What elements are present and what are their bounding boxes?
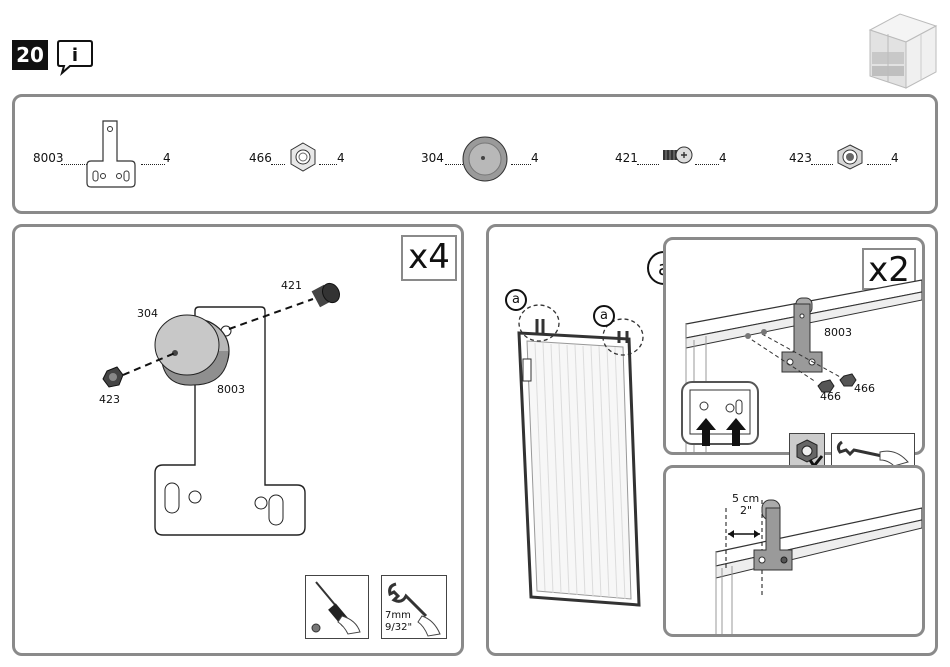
wrench-icon xyxy=(832,434,914,468)
wrench-size-metric: 7mm xyxy=(385,610,411,621)
part-qty-421: 4 xyxy=(719,151,727,165)
parts-list-panel: 8003 4 466 4 304 4 421 xyxy=(12,94,938,214)
part-code-466: 466 xyxy=(249,151,272,165)
arrow-up-icon xyxy=(696,418,716,446)
wrench-tool-box: 7mm 9/32" xyxy=(381,575,447,639)
bolt-421 xyxy=(312,280,343,307)
bracket-8003-icon xyxy=(83,119,139,191)
part-code-421: 421 xyxy=(615,151,638,165)
leader-dots xyxy=(319,164,337,165)
callout-roller: 304 xyxy=(137,307,158,320)
leader-dots xyxy=(637,164,659,165)
part-qty-423: 4 xyxy=(891,151,899,165)
label-a-left: a xyxy=(505,289,527,311)
callout-bracket: 8003 xyxy=(217,383,245,396)
callout-bolt: 421 xyxy=(281,279,302,292)
part-qty-8003: 4 xyxy=(163,151,171,165)
label-a-right: a xyxy=(593,305,615,327)
detail-callout-nut-1: 466 xyxy=(820,390,841,403)
greenhouse-thumbnail-icon xyxy=(862,8,942,90)
detail-panel-top: x2 8003 466 xyxy=(663,237,925,455)
part-code-304: 304 xyxy=(421,151,444,165)
bolt-421-icon xyxy=(661,143,693,167)
roller-304-icon xyxy=(461,135,509,183)
detail-callout-bracket: 8003 xyxy=(824,326,852,339)
info-icon: i xyxy=(56,38,94,76)
part-code-8003: 8003 xyxy=(33,151,64,165)
wrench-tool-box-right xyxy=(831,433,915,469)
nut-423 xyxy=(103,367,123,387)
screwdriver-icon xyxy=(306,576,368,638)
leader-dots xyxy=(511,164,531,165)
step-number: 20 xyxy=(12,40,48,70)
arrow-up-icon xyxy=(726,418,746,446)
assembly-panel-left: x4 421 304 423 8003 xyxy=(12,224,464,656)
lock-nut-423-icon xyxy=(835,143,865,171)
leader-dots xyxy=(695,164,719,165)
part-code-423: 423 xyxy=(789,151,812,165)
detail-callout-nut-2: 466 xyxy=(854,382,875,395)
wrench-size-imperial: 9/32" xyxy=(385,622,412,633)
tighten-detail-box xyxy=(789,433,825,469)
detail-panel-bottom: 5 cm 2" xyxy=(663,465,925,637)
part-qty-304: 4 xyxy=(531,151,539,165)
rail-measurement-diagram xyxy=(666,468,922,634)
measure-imperial: 2" xyxy=(740,504,752,517)
nut-466-icon xyxy=(287,141,319,173)
leader-dots xyxy=(867,164,891,165)
svg-text:i: i xyxy=(72,45,78,66)
leader-dots xyxy=(271,164,285,165)
screwdriver-tool-box xyxy=(305,575,369,639)
assembly-panel-right: a a a x2 xyxy=(486,224,938,656)
part-qty-466: 4 xyxy=(337,151,345,165)
callout-nut: 423 xyxy=(99,393,120,406)
leader-dots xyxy=(811,164,833,165)
leader-dots xyxy=(141,164,165,165)
